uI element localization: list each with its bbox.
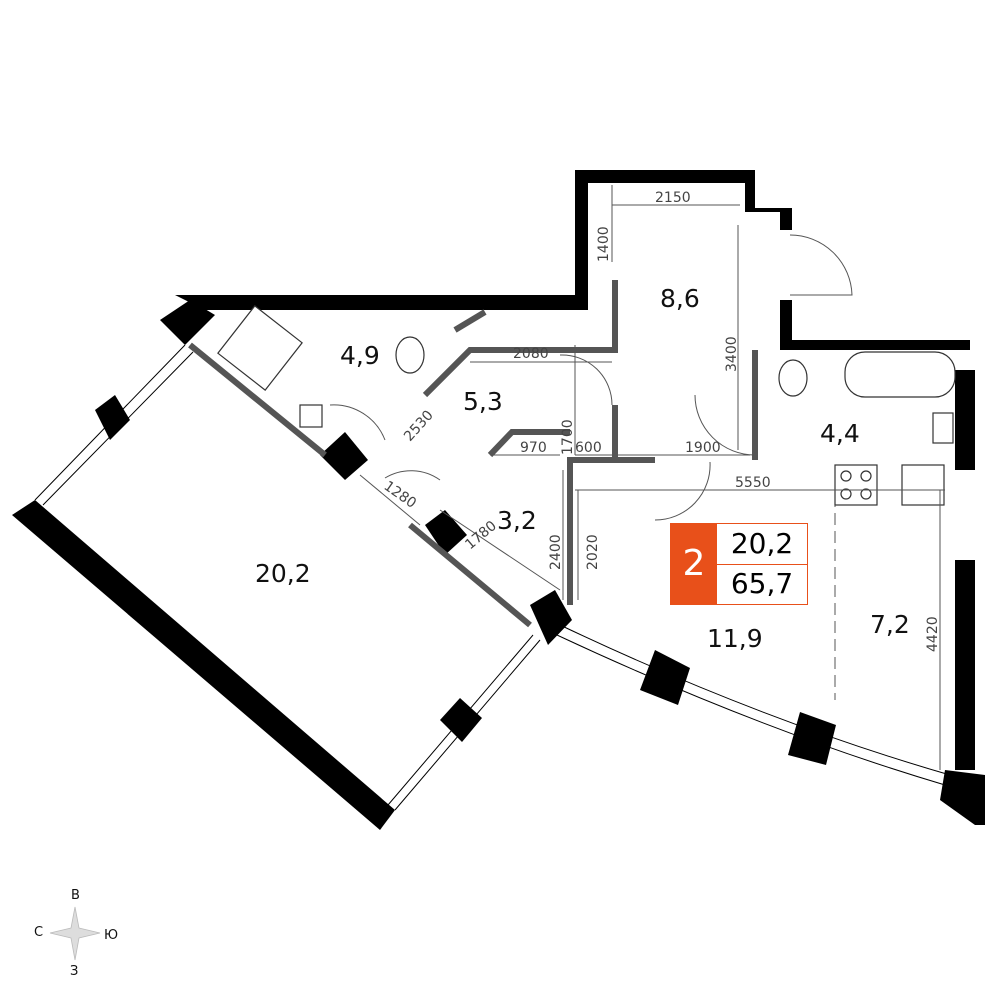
compass-east: В [71, 888, 80, 903]
compass-south: Ю [104, 928, 118, 943]
room-area-hall: 8,6 [660, 284, 700, 313]
dim-label: 5550 [735, 475, 771, 491]
bathtub-icon [844, 351, 956, 398]
dim-label: 1780 [462, 518, 500, 553]
kitchen-sink-icon [901, 464, 945, 506]
compass-west: З [70, 964, 78, 979]
total-area: 65,7 [730, 567, 794, 600]
dim-label: 2150 [655, 190, 691, 206]
compass-north: С [34, 925, 43, 940]
dim-label: 1280 [381, 478, 419, 512]
toilet-icon [778, 359, 808, 397]
fixtures [217, 305, 956, 506]
room-area-corridor: 5,3 [463, 387, 503, 416]
shower-icon [217, 305, 303, 391]
compass: С В Ю З [34, 888, 118, 979]
dim-label: 2530 [401, 407, 437, 444]
room-area-bathroom-1: 4,9 [340, 341, 380, 370]
dim-label: 1900 [685, 440, 721, 456]
sink-icon [299, 404, 323, 428]
dim-label: 970 [520, 440, 547, 456]
dim-label: 600 [575, 440, 602, 456]
room-area-bathroom-2: 4,4 [820, 419, 860, 448]
windows [34, 344, 951, 811]
dim-label: 2020 [585, 534, 601, 570]
compass-star-icon [49, 906, 101, 961]
room-area-kitchen: 7,2 [870, 610, 910, 639]
room-area-bedroom: 20,2 [255, 559, 311, 588]
dimension-lines [359, 185, 945, 770]
inner-walls [188, 280, 758, 628]
apartment-badge: 2 20,2 65,7 [670, 523, 808, 605]
dim-label: 1400 [596, 226, 612, 262]
dim-label: 3400 [724, 336, 740, 372]
room-area-living: 11,9 [707, 624, 763, 653]
dim-label: 2080 [513, 346, 549, 362]
doors [329, 234, 853, 700]
room-count: 2 [671, 524, 717, 604]
dim-label: 4420 [925, 616, 941, 652]
toilet-icon [395, 336, 425, 374]
living-area: 20,2 [717, 524, 807, 565]
room-labels: 8,6 4,9 5,3 4,4 3,2 20,2 11,9 7,2 [255, 284, 910, 653]
dim-label: 2400 [548, 534, 564, 570]
outer-walls [12, 170, 985, 830]
stove-icon [834, 464, 878, 506]
sink-icon [932, 412, 954, 444]
dim-label: 1700 [560, 419, 576, 455]
room-area-storage: 3,2 [497, 506, 537, 535]
